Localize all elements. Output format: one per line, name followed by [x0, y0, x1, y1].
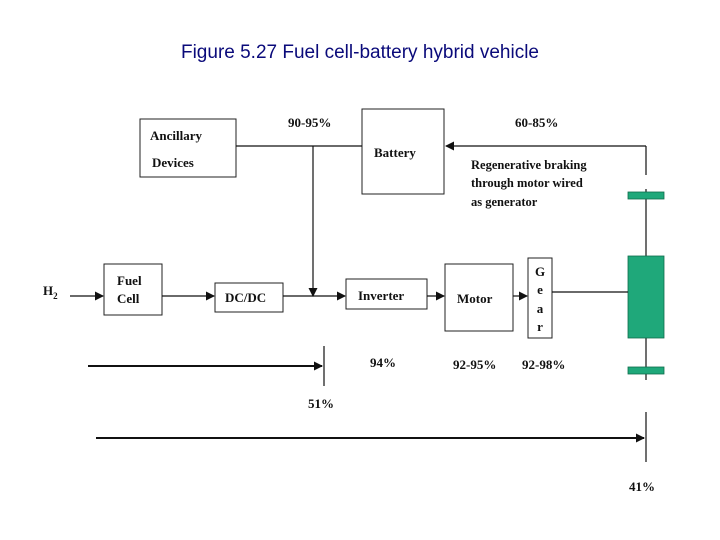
gear-efficiency-label: 92-98% [522, 357, 565, 372]
dcdc-label: DC/DC [225, 290, 266, 305]
battery-label: Battery [374, 145, 416, 160]
ancillary-devices-box [139, 118, 237, 178]
gear-letter-r: r [537, 319, 543, 334]
gear-letter-g: G [535, 264, 545, 279]
regen-efficiency-label: 60-85% [515, 115, 558, 130]
motor-efficiency-label: 92-95% [453, 357, 496, 372]
total-efficiency-label: 41% [629, 479, 655, 494]
fuel-cell-label-line2: Cell [117, 291, 140, 306]
battery-efficiency-label: 90-95% [288, 115, 331, 130]
fuel-cell-box [103, 263, 163, 316]
gear-letter-a: a [537, 301, 544, 316]
motor-box [444, 263, 514, 332]
h2-letter: H [43, 283, 53, 298]
inverter-box [345, 278, 428, 310]
inverter-label: Inverter [358, 288, 404, 303]
axle-top-cap [627, 191, 665, 200]
figure-title: Figure 5.27 Fuel cell-battery hybrid veh… [181, 42, 539, 63]
gear-letter-e: e [537, 282, 543, 297]
regen-text-line1: Regenerative braking [471, 158, 587, 172]
inverter-efficiency-label: 94% [370, 355, 396, 370]
fuel-cell-label-line1: Fuel [117, 273, 142, 288]
dcdc-box [214, 282, 284, 313]
h2-subscript: 2 [53, 291, 58, 301]
subtotal-efficiency-label: 51% [308, 396, 334, 411]
ancillary-label-line2: Devices [152, 155, 194, 170]
axle-bottom-cap [627, 366, 665, 375]
gear-box [527, 257, 553, 339]
battery-box [361, 108, 445, 195]
h2-label: H2 [43, 283, 58, 301]
ancillary-label-line1: Ancillary [150, 128, 202, 143]
regen-text-line3: as generator [471, 195, 538, 209]
regen-text-line2: through motor wired [471, 176, 583, 190]
motor-label: Motor [457, 291, 493, 306]
wheel-block [627, 255, 665, 339]
